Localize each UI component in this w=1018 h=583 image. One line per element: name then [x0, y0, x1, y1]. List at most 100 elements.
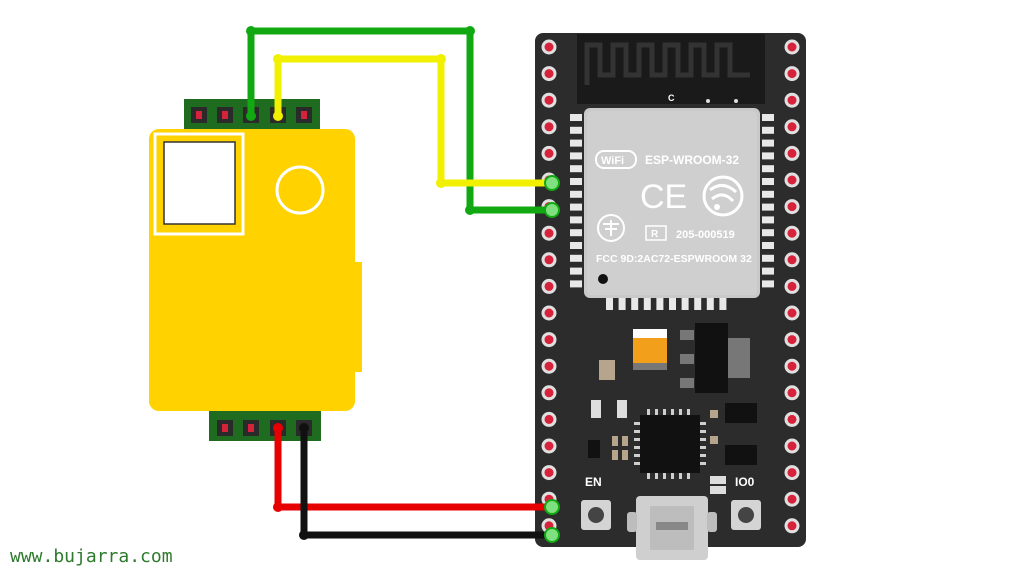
header-pin-hole	[787, 202, 797, 212]
micro-usb-port[interactable]	[627, 496, 717, 560]
wire-bend-node[interactable]	[299, 423, 309, 433]
module-pad	[762, 216, 774, 224]
chip-pin	[634, 446, 640, 449]
header-pin-hole	[787, 414, 797, 424]
header-pin-hole	[544, 441, 554, 451]
module-pad	[643, 298, 651, 310]
chip-pin	[634, 430, 640, 433]
smd-resistor	[622, 436, 628, 446]
pin1-dot	[598, 274, 608, 284]
wifi-logo-icon: WiFi	[595, 150, 637, 169]
module-pad	[618, 298, 626, 310]
module-pad	[719, 298, 727, 310]
chip-pin	[655, 409, 658, 415]
header-pin-hole	[787, 42, 797, 52]
io0-button[interactable]	[731, 500, 761, 530]
wire-bend-node[interactable]	[436, 54, 446, 64]
connected-pin-yellow[interactable]	[544, 175, 560, 191]
esp32-board: C WiFi ESP-WROOM-32 CE R	[535, 33, 806, 560]
module-pad	[570, 280, 582, 288]
watermark: www.bujarra.com	[10, 546, 173, 567]
led	[591, 400, 601, 418]
sensor-mount-hole	[275, 165, 325, 215]
chip-pin	[663, 473, 666, 479]
header-pin-hole	[544, 388, 554, 398]
chip-pin	[663, 409, 666, 415]
fcc-id: FCC 9D:2AC72-ESPWROOM 32	[596, 253, 752, 265]
header-pin-hole	[544, 281, 554, 291]
smd-resistor	[612, 436, 618, 446]
module-pad	[681, 298, 689, 310]
module-pad	[656, 298, 664, 310]
smd-capacitor	[710, 410, 718, 418]
header-pin-hole	[544, 69, 554, 79]
wire-bend-points	[246, 26, 475, 540]
module-pad	[570, 229, 582, 237]
sensor-pin-hole	[222, 424, 228, 432]
connected-pin-green[interactable]	[544, 202, 560, 218]
module-pad	[762, 139, 774, 147]
smd-resistor	[612, 450, 618, 460]
header-pin-hole	[787, 281, 797, 291]
wire-bend-node[interactable]	[246, 111, 256, 121]
header-pin-hole	[544, 414, 554, 424]
module-shield-inner	[587, 111, 757, 295]
header-pin-hole	[787, 228, 797, 238]
module-pad	[606, 298, 613, 310]
espressif-logo-icon	[702, 175, 744, 217]
header-pin-hole	[544, 148, 554, 158]
header-pin-hole	[787, 441, 797, 451]
sensor-pin-hole	[196, 111, 202, 119]
module-pad	[694, 298, 702, 310]
sensor-pin-hole	[222, 111, 228, 119]
sensor-window-frame	[153, 132, 245, 236]
wire-bend-node[interactable]	[299, 530, 309, 540]
smd-capacitor	[710, 476, 726, 484]
wire-bend-node[interactable]	[273, 423, 283, 433]
header-pin-hole	[544, 361, 554, 371]
module-pad	[570, 242, 582, 249]
wifi-logo-text: WiFi	[601, 155, 624, 167]
led	[617, 400, 627, 418]
chip-pin	[634, 462, 640, 465]
capacitor-band	[633, 329, 667, 338]
sensor-pin-hole	[248, 424, 254, 432]
module-pad	[570, 267, 582, 275]
module-pad	[762, 267, 774, 275]
header-pin-hole	[544, 122, 554, 132]
wire-bend-node[interactable]	[465, 205, 475, 215]
chip-pin	[647, 473, 650, 479]
wire-bend-node[interactable]	[436, 178, 446, 188]
module-pad	[762, 254, 774, 262]
module-pad	[570, 126, 582, 134]
header-pin-hole	[787, 494, 797, 504]
chip-pin	[679, 409, 682, 415]
r-mark-box	[645, 225, 667, 241]
header-pin-hole	[787, 468, 797, 478]
wire-bend-node[interactable]	[273, 54, 283, 64]
wire-bend-node[interactable]	[273, 502, 283, 512]
module-pad	[631, 298, 639, 310]
chip-pin	[687, 473, 690, 479]
module-pad	[570, 254, 582, 262]
connected-pin-red[interactable]	[544, 499, 560, 515]
header-pin-hole	[787, 255, 797, 265]
module-pad	[762, 165, 774, 173]
wire-bend-node[interactable]	[246, 26, 256, 36]
module-pad	[706, 298, 714, 310]
wire-bend-node[interactable]	[273, 111, 283, 121]
chip-pin	[655, 473, 658, 479]
chip-pin	[687, 409, 690, 415]
io0-label: IO0	[735, 475, 755, 489]
capacitor-lead	[633, 363, 667, 370]
chip-pin	[671, 473, 674, 479]
regulator-pin	[680, 354, 694, 364]
chip-pin	[700, 446, 706, 449]
wire-bend-node[interactable]	[465, 26, 475, 36]
en-button[interactable]	[581, 500, 611, 530]
header-pin-hole	[544, 228, 554, 238]
connected-pin-black[interactable]	[544, 527, 560, 543]
usb-uart-chip	[640, 415, 700, 473]
antenna-via	[734, 99, 738, 103]
